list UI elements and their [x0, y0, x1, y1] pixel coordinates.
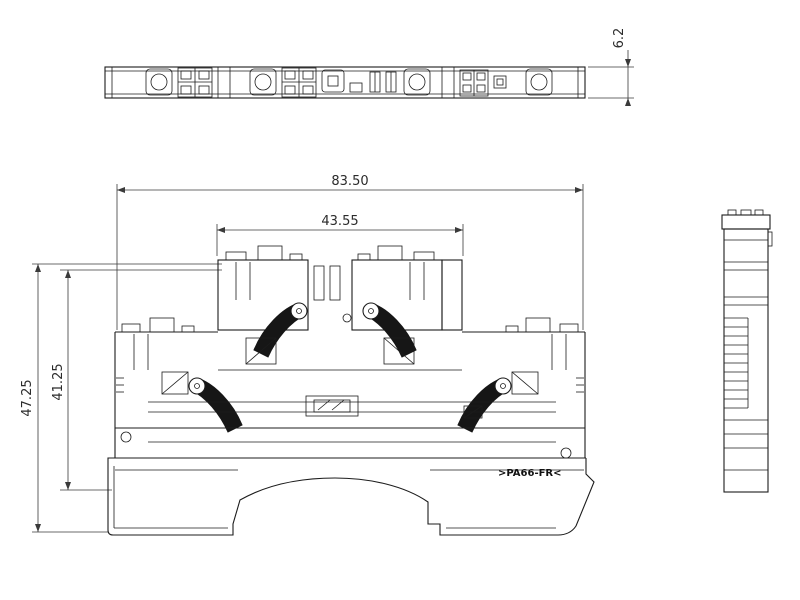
material-marking: >PA66-FR< — [498, 468, 562, 479]
dimension-total-height: 47.25 — [20, 263, 222, 533]
dimension-body-height: 41.25 — [51, 269, 222, 491]
clamp-port-4 — [525, 68, 553, 96]
lower-right-pivot — [494, 377, 512, 395]
upper-right-cage — [383, 337, 415, 365]
dimension-label-upper-block-width: 43.55 — [321, 214, 358, 229]
dimension-label-body-height: 41.25 — [51, 363, 66, 400]
lower-level-wings — [114, 317, 586, 458]
top-view — [104, 66, 586, 99]
upper-level-block — [217, 245, 463, 331]
lower-left-pivot — [188, 377, 206, 395]
busbar-region — [115, 369, 585, 459]
side-latch-tab — [767, 231, 773, 247]
right-mounting-hole — [560, 447, 572, 459]
left-mounting-hole — [120, 431, 132, 443]
dimension-label-overall-width: 83.50 — [331, 174, 368, 189]
din-rail-foot — [107, 457, 595, 536]
dimension-strip-thickness: 6.2 — [588, 28, 634, 106]
dimension-label-strip-thickness: 6.2 — [612, 28, 627, 49]
side-view — [721, 209, 773, 493]
side-spring-stack — [724, 317, 749, 409]
front-view: >PA66-FR< — [107, 245, 595, 536]
push-in-contact-2 — [281, 67, 317, 98]
clamp-port-2 — [249, 68, 277, 96]
dimension-label-total-height: 47.25 — [20, 379, 35, 416]
clamp-port-1 — [145, 68, 173, 96]
center-test-hole — [342, 313, 352, 323]
dimension-upper-block-width: 43.55 — [216, 214, 464, 256]
upper-right-pivot — [362, 302, 380, 320]
upper-left-spring-lever — [253, 302, 306, 358]
push-in-contact-1 — [177, 67, 213, 98]
push-in-contact-3 — [459, 69, 507, 97]
upper-left-pivot — [290, 302, 308, 320]
clamp-port-3 — [403, 68, 431, 96]
center-test-socket — [321, 69, 397, 93]
upper-right-spring-lever — [364, 302, 417, 358]
dimension-overall-width: 83.50 — [116, 174, 584, 330]
upper-left-cage — [245, 337, 277, 365]
